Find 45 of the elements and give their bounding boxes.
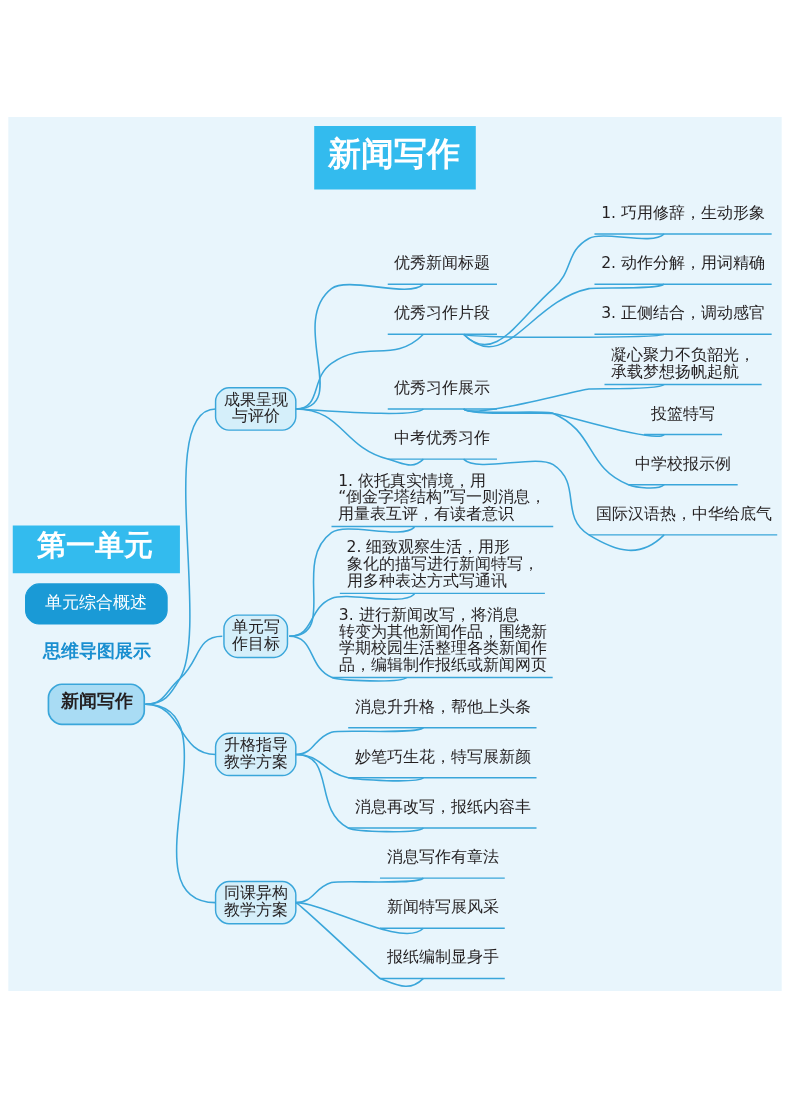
- node-text: 优秀新闻标题: [394, 254, 491, 273]
- node-box: 升格指导教学方案: [214, 732, 297, 777]
- node-text: 中考优秀习作: [394, 429, 491, 448]
- connector: [462, 333, 665, 339]
- node-text: 1. 依托真实情境，用“倒金字塔结构”写一则消息，用量表互评，有读者意识: [338, 471, 547, 523]
- connector: [295, 753, 425, 833]
- connector: [462, 383, 665, 412]
- node-text: 新闻特写展风采: [386, 898, 499, 917]
- connector: [295, 408, 425, 466]
- node-text: 消息写作有章法: [386, 848, 499, 867]
- connector: [295, 901, 425, 988]
- label: 思维导图展示: [43, 640, 152, 662]
- label: 第一单元: [37, 528, 154, 563]
- connector: [462, 283, 665, 348]
- node-text: 消息再改写，报纸内容丰: [354, 798, 531, 817]
- connector: [288, 635, 408, 682]
- connector: [144, 703, 217, 904]
- node-text: 报纸编制显身手: [386, 948, 499, 967]
- node-text: 妙笔巧生花，特写展新颜: [354, 747, 531, 766]
- node-text: 国际汉语热，中华给底气: [595, 504, 772, 523]
- node-box: 同课异构教学方案: [214, 880, 297, 925]
- node-text: 1. 巧用修辞，生动形象: [601, 204, 765, 223]
- node-text: 2. 动作分解，用词精确: [601, 254, 765, 273]
- node-box: 单元写作目标: [223, 614, 289, 659]
- connector: [462, 233, 665, 346]
- node-text: 消息升升格，帮他上头条: [354, 697, 531, 716]
- node-text: 3. 正侧结合，调动感官: [601, 304, 765, 323]
- connector: [288, 593, 416, 638]
- node-box: 单元综合概述: [25, 583, 168, 625]
- node-text: 优秀习作片段: [394, 304, 491, 323]
- connector: [462, 408, 665, 489]
- connector: [288, 526, 416, 638]
- connector: [462, 458, 665, 552]
- connector: [295, 901, 425, 935]
- node-text: 中学校报示例: [635, 454, 732, 473]
- node-text: 3. 进行新闻改写，将消息转变为其他新闻作品，围绕新学期校园生活整理各类新闻作品，编辑制作报纸或新闻网页: [338, 605, 547, 674]
- node-text: 2. 细致观察生活，用形象化的描写进行新闻特写，用多种表达方式写通讯: [346, 538, 539, 590]
- node-box: 成果呈现与评价: [214, 387, 297, 431]
- node-text: 投篮特写: [650, 404, 715, 423]
- connector: [144, 635, 224, 706]
- connector: [295, 726, 425, 756]
- diagram-title: 新闻写作: [328, 134, 461, 174]
- node-box: 新闻写作: [47, 683, 146, 726]
- node-text: 优秀习作展示: [394, 379, 491, 398]
- node-text: 凝心聚力不负韶光，承载梦想扬帆起航: [611, 346, 756, 381]
